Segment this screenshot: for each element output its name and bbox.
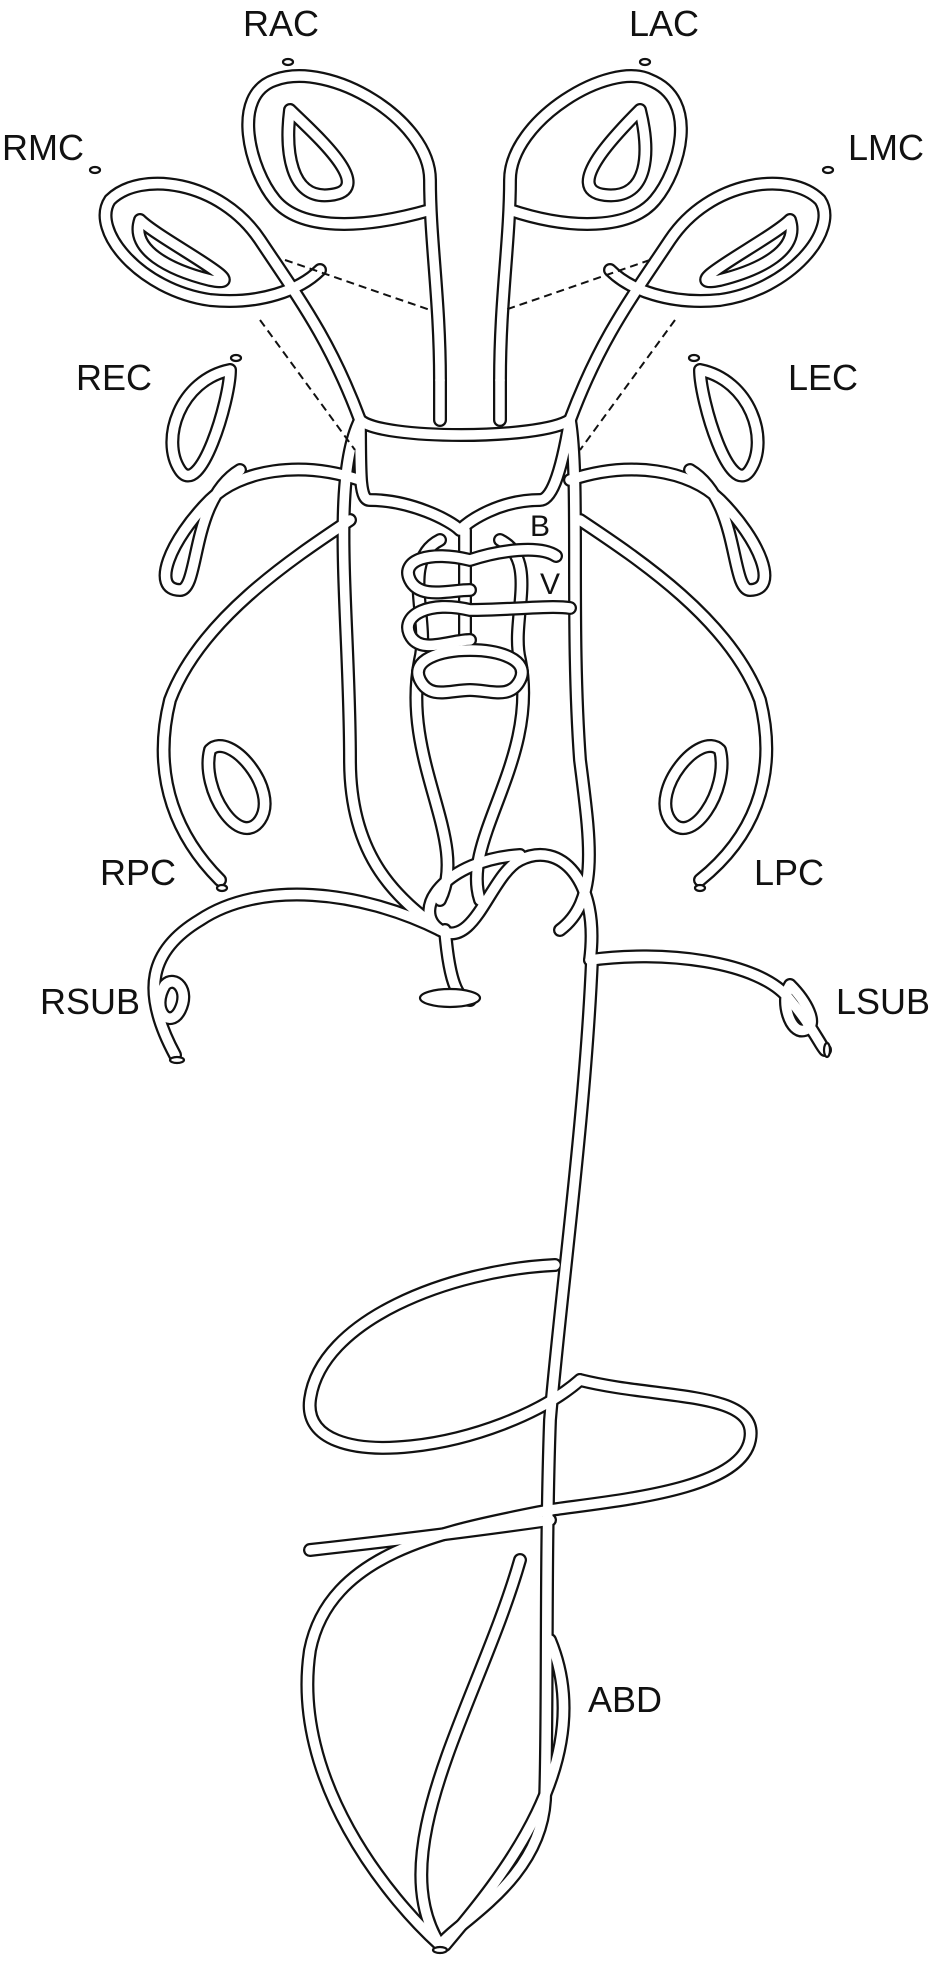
rmc-end-cap — [88, 165, 102, 175]
aorta-root-cap — [418, 987, 482, 1009]
central-small-lumens — [403, 545, 575, 698]
abdominal-aorta — [433, 953, 599, 1952]
rac-inner-lumen — [283, 105, 353, 200]
lsub-end-cap — [822, 1041, 832, 1059]
rpc-end-cap — [215, 883, 229, 893]
label-rpc: RPC — [100, 852, 177, 893]
rac-stalk-lumen — [243, 71, 445, 385]
rsub-end-cap — [168, 1055, 186, 1065]
abd-crossbar-lumen — [305, 1515, 555, 1555]
lec-branch-lumen — [565, 464, 770, 595]
abd-end-cap — [431, 1945, 449, 1955]
trunk-right-branch-lumen — [416, 1555, 525, 1950]
lac-stalk-lumen — [495, 71, 686, 385]
label-rec: REC — [76, 357, 153, 398]
lpc-loop-lumen — [660, 741, 727, 833]
label-rsub: RSUB — [40, 981, 141, 1022]
rsub-loop-lumen — [154, 977, 189, 1023]
rmc-branch-lumen — [100, 178, 365, 425]
right-subclavian-lumen — [149, 889, 445, 1060]
rec-branch-lumen — [160, 464, 365, 595]
label-rac: RAC — [243, 3, 320, 44]
rmc-inner-lumen — [133, 215, 229, 286]
abd-loop-right-lumen — [545, 1375, 756, 1515]
rpc-branch-lumen — [158, 515, 355, 885]
aortic-arch-lumen — [424, 850, 597, 965]
label-lac: LAC — [629, 3, 700, 44]
dashed-rmc — [259, 319, 356, 451]
label-rmc: RMC — [2, 127, 84, 168]
lpc-end-cap — [693, 883, 707, 893]
dashed-connections — [259, 259, 676, 451]
left-subclavian-lumen — [585, 951, 830, 1055]
label-v: V — [540, 568, 561, 601]
lsub-loop-lumen — [781, 980, 816, 1036]
left-common-carotid-lumen — [555, 415, 594, 935]
right-common-carotid-lumen — [338, 415, 445, 935]
central-ring-lumen — [355, 415, 575, 535]
label-lmc: LMC — [848, 127, 925, 168]
label-lsub: LSUB — [836, 981, 931, 1022]
lpc-branch-lumen — [575, 515, 771, 885]
abdominal-aorta-lumen — [435, 955, 597, 1950]
rac-end-cap — [281, 57, 295, 67]
lec-end-cap — [687, 353, 701, 363]
lac-inner-lumen — [584, 105, 651, 200]
vessel-lumens — [100, 71, 830, 1950]
label-lec: LEC — [788, 357, 859, 398]
rpc-loop-lumen — [203, 741, 270, 833]
central-mini-loops-lumen — [413, 645, 527, 698]
rec-loop-lumen — [167, 365, 235, 481]
trunk-left-branch-lumen — [440, 1635, 569, 1950]
abd-loop-upper — [302, 1258, 587, 1455]
b-branch-lumen — [403, 545, 561, 598]
label-lpc: LPC — [754, 852, 825, 893]
lec-loop-lumen — [695, 365, 763, 481]
abd-loop-upper-lumen — [305, 1260, 585, 1453]
label-b: B — [530, 510, 551, 543]
central-stalk — [433, 373, 507, 427]
lmc-branch-lumen — [565, 178, 830, 425]
label-abd: ABD — [588, 1679, 663, 1720]
vessel-ends — [88, 57, 835, 1955]
central-stalk-lumen — [435, 375, 505, 425]
v-branch-lumen — [403, 602, 575, 651]
rec-end-cap — [229, 353, 243, 363]
dashed-lmc — [579, 319, 676, 451]
lmc-end-cap — [821, 165, 835, 175]
lmc-inner-lumen — [701, 215, 797, 286]
lac-end-cap — [638, 57, 652, 67]
vessel-tree — [98, 69, 832, 1952]
